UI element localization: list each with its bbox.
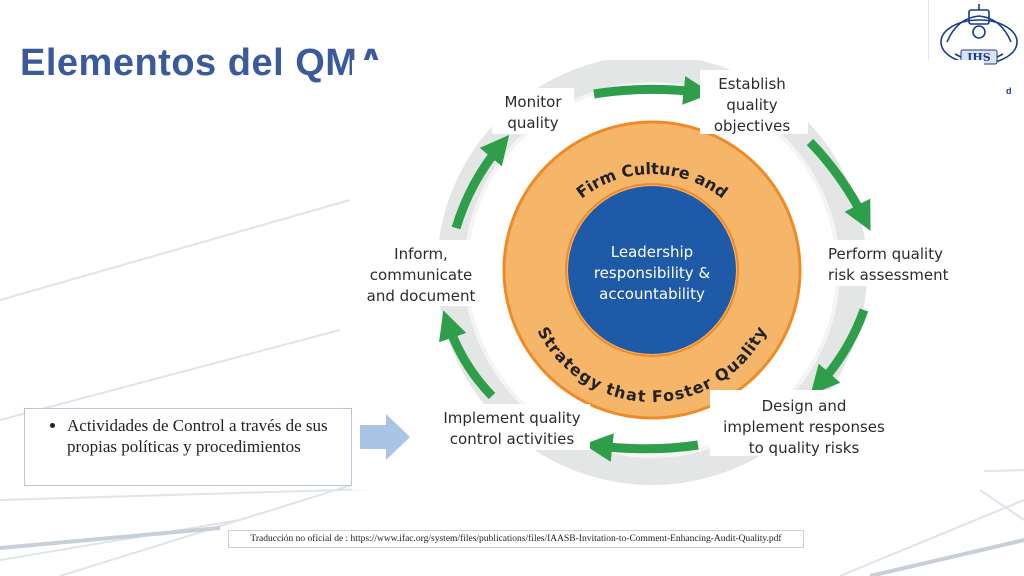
arrow-monitor-to-establish (593, 76, 713, 105)
bullet-item: Actividades de Control a través de sus p… (67, 415, 341, 457)
center-circle (568, 186, 736, 354)
svg-text:risk assessment: risk assessment (828, 266, 949, 284)
svg-text:implement responses: implement responses (723, 418, 885, 436)
step-establish: Establish quality objectives (700, 70, 808, 135)
svg-text:to quality risks: to quality risks (749, 439, 860, 457)
svg-text:control activities: control activities (450, 430, 575, 448)
svg-text:and document: and document (367, 287, 476, 305)
arrow-risk-to-design (810, 308, 869, 395)
svg-text:Design and: Design and (762, 397, 847, 415)
svg-text:Inform,: Inform, (394, 245, 448, 263)
bullet-text-box: Actividades de Control a través de sus p… (24, 408, 352, 486)
quality-cycle-diagram: Firm Culture and Strategy that Foster Qu… (356, 60, 964, 485)
step-implement: Implement quality control activities (430, 404, 590, 450)
arrow-establish-to-risk (806, 138, 871, 231)
step-monitor: Monitor quality (492, 88, 574, 134)
svg-text:quality: quality (726, 96, 777, 114)
arrow-implement-to-inform (439, 310, 496, 400)
svg-text:Monitor: Monitor (504, 93, 562, 111)
logo-side-text: d (1006, 86, 1012, 96)
svg-text:objectives: objectives (714, 117, 790, 135)
source-footnote: Traducción no oficial de : https://www.i… (228, 530, 804, 548)
svg-text:quality: quality (507, 114, 558, 132)
slide-title: Elementos del QMA (20, 42, 386, 84)
svg-text:Establish: Establish (718, 75, 786, 93)
svg-text:communicate: communicate (370, 266, 472, 284)
pointer-arrow-icon (360, 414, 410, 460)
arrow-inform-to-monitor (451, 134, 510, 230)
svg-text:Perform quality: Perform quality (828, 245, 943, 263)
center-line-1: Leadership (611, 243, 693, 261)
step-risk-assessment: Perform quality risk assessment (824, 240, 964, 286)
arrow-design-to-implement (583, 433, 699, 462)
step-inform: Inform, communicate and document (356, 240, 486, 306)
svg-text:Implement quality: Implement quality (443, 409, 580, 427)
center-line-3: accountability (599, 285, 705, 303)
step-design: Design and implement responses to qualit… (710, 390, 902, 457)
center-line-2: responsibility & (594, 264, 711, 282)
